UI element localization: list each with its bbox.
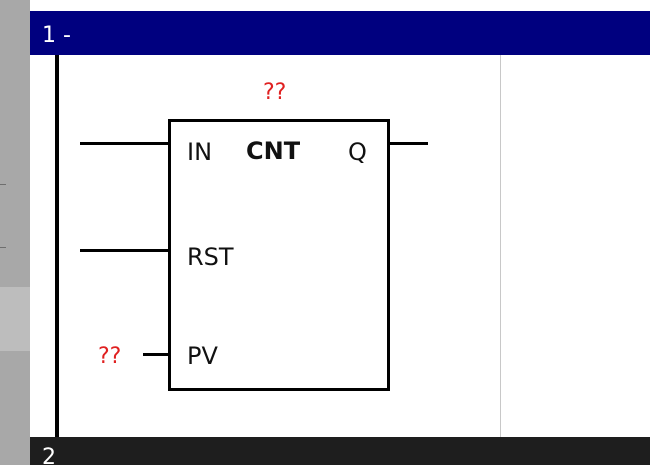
rung-gutter[interactable] xyxy=(0,0,30,465)
in-wire[interactable] xyxy=(80,142,169,145)
top-strip xyxy=(0,0,650,11)
gutter-selection-band xyxy=(0,287,30,351)
rung-header-2[interactable]: 2 xyxy=(30,437,650,469)
column-divider xyxy=(500,55,501,437)
pv-wire[interactable] xyxy=(143,353,169,356)
fb-instance-name[interactable]: ?? xyxy=(263,80,287,105)
counter-function-block[interactable] xyxy=(168,119,390,391)
pin-rst-label: RST xyxy=(187,243,234,271)
rst-wire[interactable] xyxy=(80,249,169,252)
rung-number-label: 1 - xyxy=(42,23,71,48)
gutter-tick xyxy=(0,184,6,185)
fb-type-label: CNT xyxy=(246,137,301,165)
rung-number-label: 2 xyxy=(42,445,56,470)
pin-in-label: IN xyxy=(187,138,213,166)
pin-pv-label: PV xyxy=(187,342,218,370)
pv-value[interactable]: ?? xyxy=(98,344,122,369)
gutter-tick xyxy=(0,247,6,248)
rung-header-1[interactable]: 1 - xyxy=(30,11,650,55)
q-wire[interactable] xyxy=(386,142,428,145)
left-power-rail xyxy=(55,55,59,437)
pin-q-label: Q xyxy=(348,138,367,166)
